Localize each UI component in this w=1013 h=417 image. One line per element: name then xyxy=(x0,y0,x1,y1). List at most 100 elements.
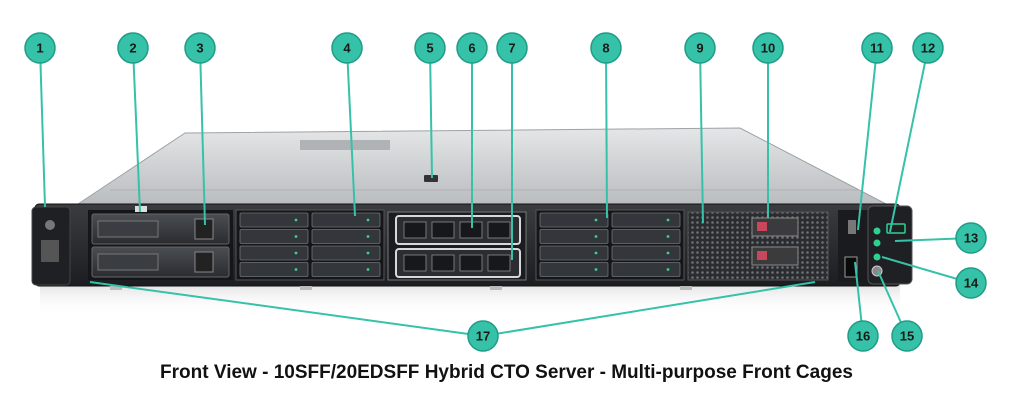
callout-leader xyxy=(429,47,433,179)
callout-marker-3 xyxy=(184,32,216,64)
usb-3-port[interactable] xyxy=(844,256,858,278)
callout-marker-1 xyxy=(24,32,56,64)
callout-number: 1 xyxy=(36,41,43,56)
drive-led-icon xyxy=(366,235,370,238)
edsff-drive-slot[interactable] xyxy=(611,212,681,228)
hpe-logo-icon xyxy=(886,223,906,234)
drive-led-icon xyxy=(594,268,598,271)
drive-led-icon xyxy=(294,268,298,271)
callout-leader xyxy=(89,281,484,337)
drive-led-icon xyxy=(366,218,370,222)
health-led-icon xyxy=(873,239,881,247)
right-rack-ear xyxy=(867,205,913,285)
edsff-drive-slot[interactable] xyxy=(539,212,609,228)
callout-marker-4 xyxy=(331,32,363,64)
callout-marker-9 xyxy=(684,32,716,64)
callout-leader-lines xyxy=(39,47,972,337)
edsff-drive-slot[interactable] xyxy=(611,262,681,277)
drive-led-icon xyxy=(666,268,670,271)
callout-number: 2 xyxy=(129,41,136,56)
callout-leader xyxy=(857,47,878,231)
pull-tab[interactable] xyxy=(135,206,147,212)
callout-number: 16 xyxy=(856,329,870,344)
callout-number: 4 xyxy=(343,41,351,56)
callout-marker-11 xyxy=(861,32,893,64)
release-tab-red-2[interactable] xyxy=(757,251,767,260)
module-port[interactable] xyxy=(487,221,511,239)
callout-leader xyxy=(699,47,704,224)
edsff-drive-slot[interactable] xyxy=(611,245,681,261)
module-port[interactable] xyxy=(403,221,427,239)
callout-number: 3 xyxy=(196,41,203,56)
callout-marker-17 xyxy=(467,320,499,352)
callout-number: 17 xyxy=(476,329,490,344)
callout-number: 13 xyxy=(964,231,978,246)
drive-led-icon xyxy=(294,251,298,255)
rack-ear-logo-icon xyxy=(45,220,55,230)
top-cover-latch xyxy=(424,175,438,182)
callout-number: 15 xyxy=(900,329,914,344)
drive-led-icon xyxy=(594,251,598,255)
drive-led-icon xyxy=(294,235,298,238)
edsff-drive-slot[interactable] xyxy=(311,229,381,244)
callout-leader xyxy=(605,47,608,219)
top-cover-label xyxy=(300,140,390,150)
edsff-drive-slot[interactable] xyxy=(311,262,381,277)
callout-number: 9 xyxy=(696,41,703,56)
callout-leader xyxy=(39,47,46,208)
edsff-drive-slot[interactable] xyxy=(311,212,381,228)
callout-number: 6 xyxy=(468,41,475,56)
callout-marker-7 xyxy=(496,32,528,64)
edsff-drive-cage-left xyxy=(235,209,385,281)
callout-marker-8 xyxy=(590,32,622,64)
callout-marker-6 xyxy=(456,32,488,64)
edsff-drive-slot[interactable] xyxy=(611,229,681,244)
drive-led-icon xyxy=(666,235,670,238)
drive-led-icon xyxy=(366,268,370,271)
callout-leader xyxy=(889,47,929,233)
edsff-drive-slot[interactable] xyxy=(239,212,309,228)
drive-led-icon xyxy=(294,218,298,222)
callout-number: 7 xyxy=(508,41,515,56)
release-tab-red-1[interactable] xyxy=(757,222,767,231)
callout-number: 14 xyxy=(964,276,979,291)
chassis-shadow xyxy=(40,285,900,315)
module-port[interactable] xyxy=(487,254,511,272)
callout-number: 12 xyxy=(921,41,935,56)
callout-marker-13 xyxy=(955,222,987,254)
callout-marker-5 xyxy=(414,32,446,64)
figure-caption: Front View - 10SFF/20EDSFF Hybrid CTO Se… xyxy=(160,362,853,383)
edsff-drive-slot[interactable] xyxy=(539,245,609,261)
uid-led-icon xyxy=(873,227,881,235)
module-port[interactable] xyxy=(403,254,427,272)
chassis-top-cover xyxy=(73,127,889,207)
callout-number: 5 xyxy=(426,41,433,56)
callout-number: 11 xyxy=(870,41,884,56)
callout-marker-15 xyxy=(891,320,923,352)
callout-marker-14 xyxy=(955,267,987,299)
nic-status-led-icon xyxy=(873,253,881,261)
drive-led-icon xyxy=(594,218,598,222)
drive-release-latch-2[interactable] xyxy=(194,251,214,273)
sff-drive-cage xyxy=(88,206,233,280)
edsff-drive-cage-right xyxy=(535,209,685,281)
callout-marker-2 xyxy=(117,32,149,64)
callout-leader xyxy=(199,47,206,226)
drive-led-icon xyxy=(366,251,370,255)
edsff-drive-slot[interactable] xyxy=(239,245,309,261)
edsff-drive-slot[interactable] xyxy=(239,262,309,277)
edsff-drive-slot[interactable] xyxy=(539,262,609,277)
callout-marker-16 xyxy=(847,320,879,352)
ilo-service-port[interactable] xyxy=(848,220,856,234)
module-port[interactable] xyxy=(431,254,455,272)
edsff-drive-slot[interactable] xyxy=(539,229,609,244)
callout-leader xyxy=(482,281,816,337)
callout-leader xyxy=(346,47,356,217)
module-port[interactable] xyxy=(459,254,483,272)
callout-marker-12 xyxy=(912,32,944,64)
serial-label-tag xyxy=(41,240,59,262)
edsff-drive-slot[interactable] xyxy=(239,229,309,244)
module-port[interactable] xyxy=(431,221,455,239)
edsff-drive-slot[interactable] xyxy=(311,245,381,261)
